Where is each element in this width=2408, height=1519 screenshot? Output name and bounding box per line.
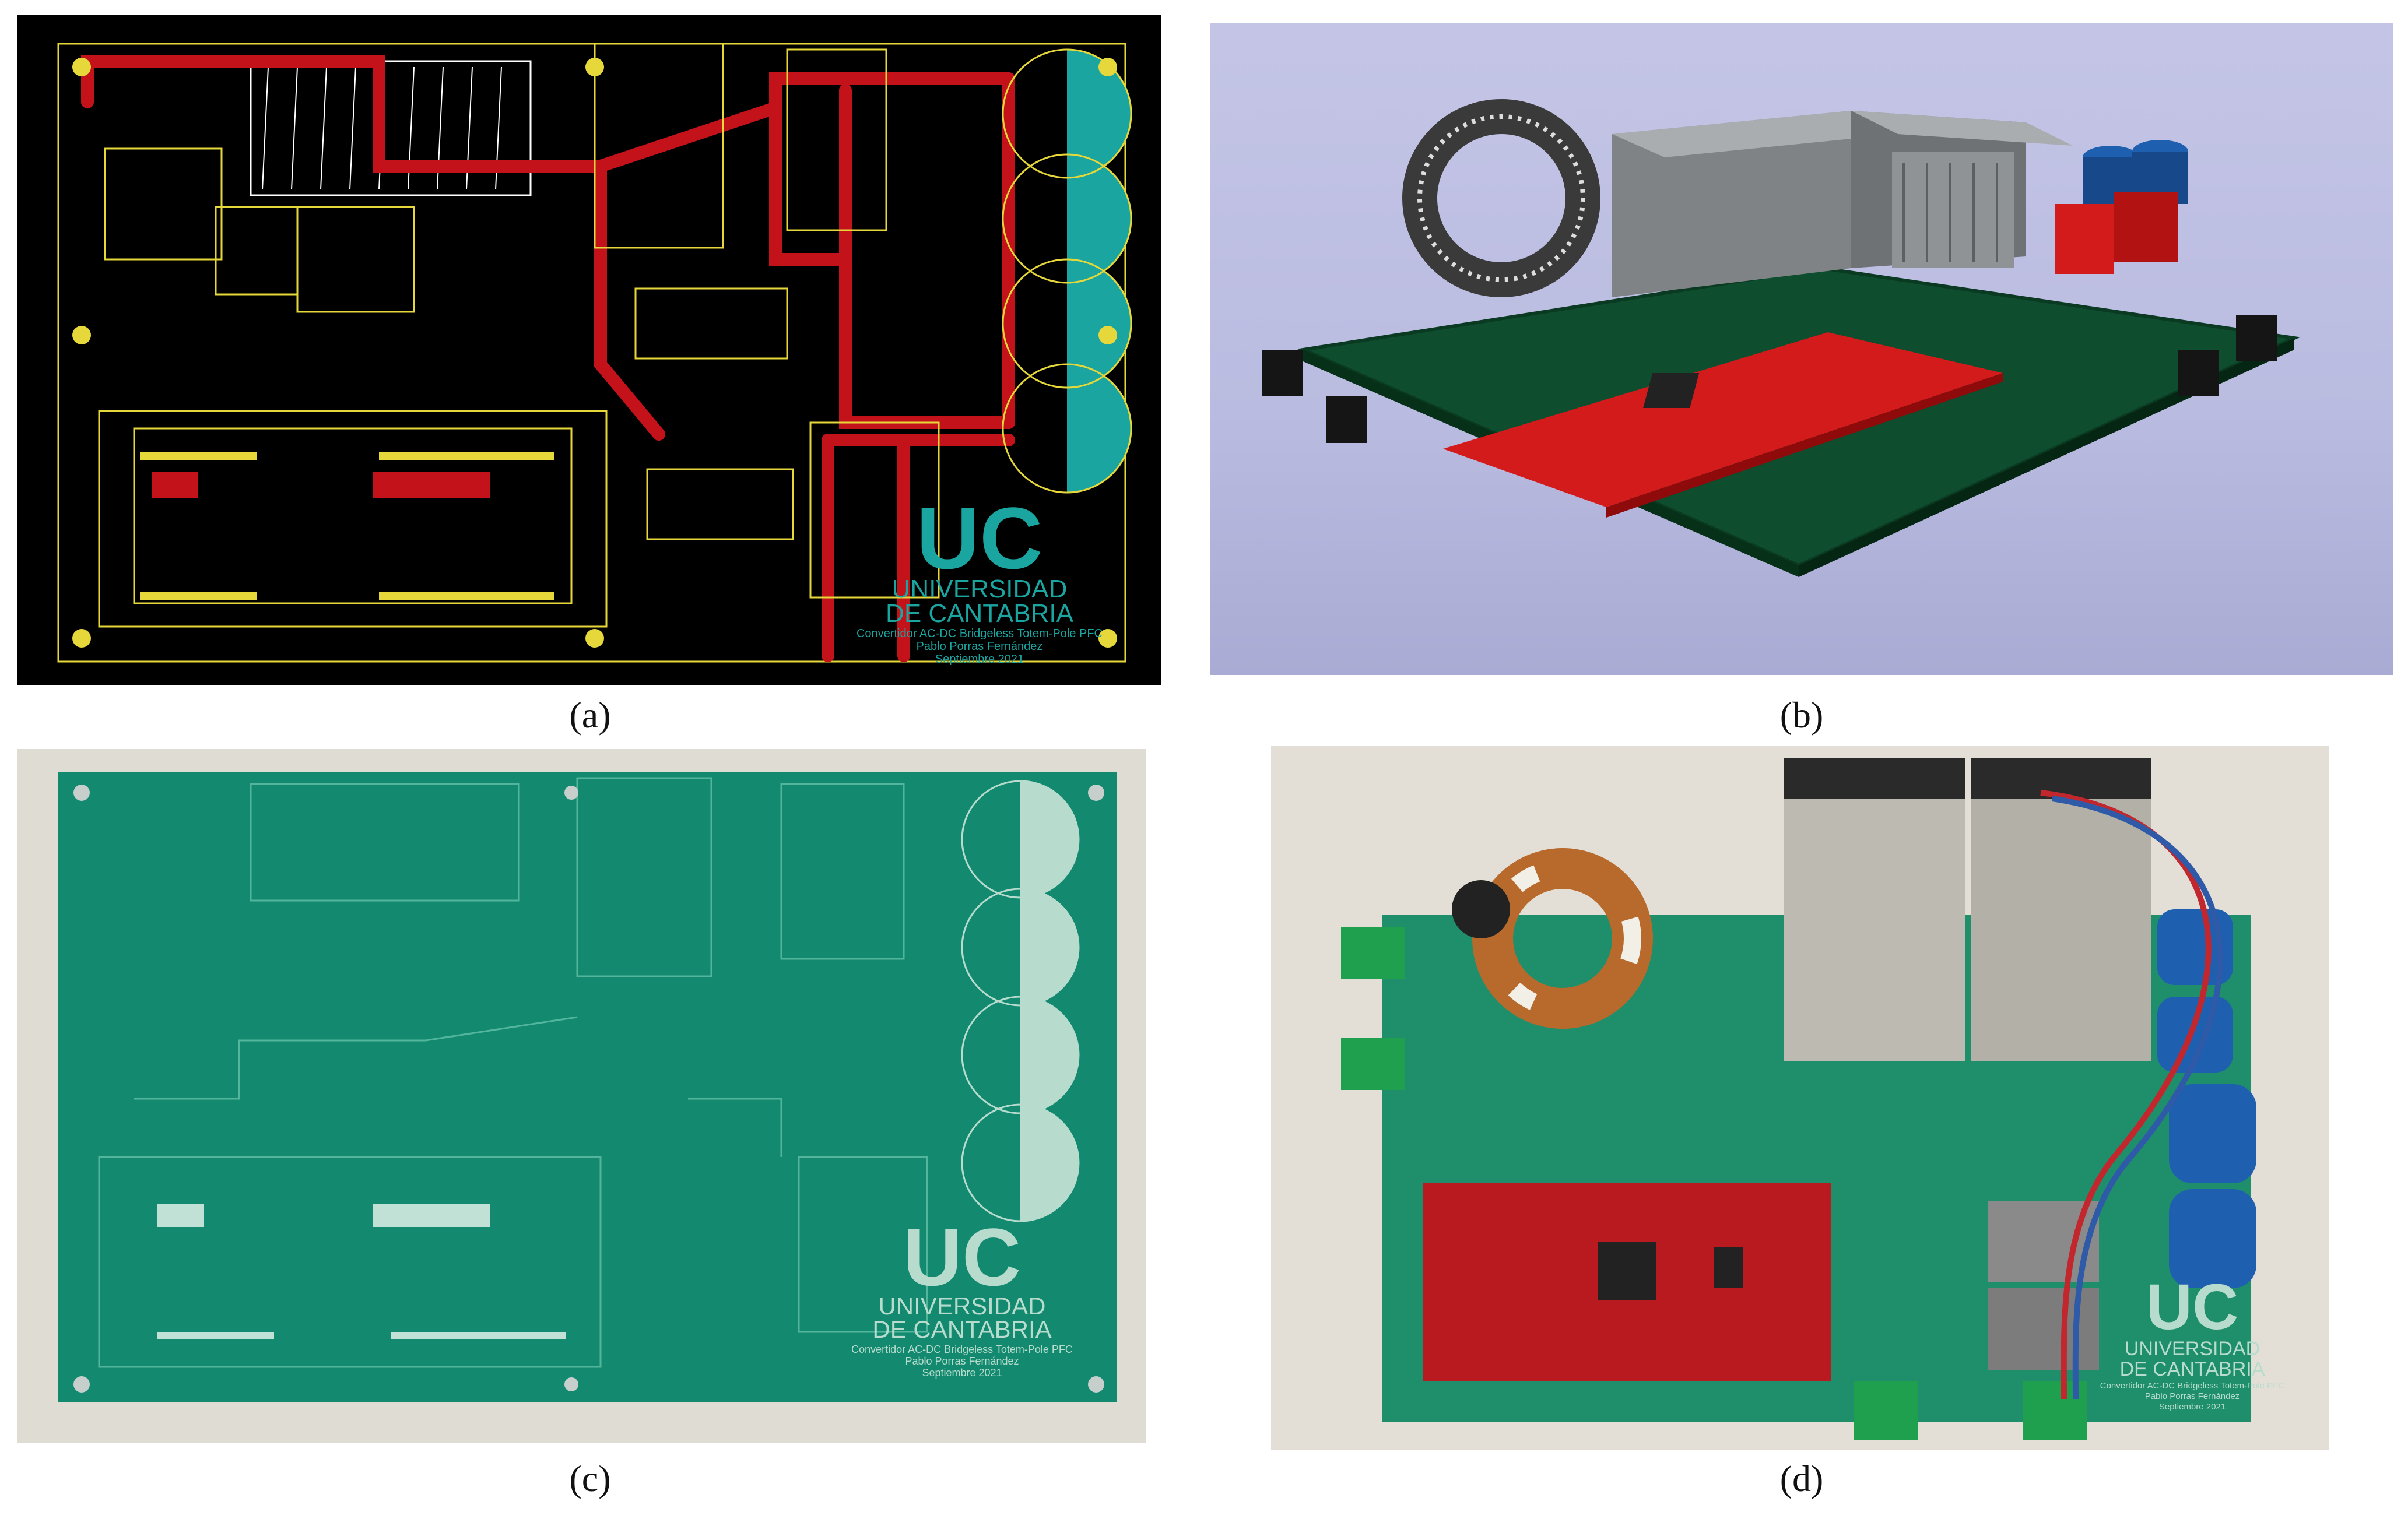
bare-author-line: Pablo Porras Fernández	[905, 1355, 1019, 1367]
caption-c: (c)	[569, 1458, 611, 1499]
bare-project-line: Convertidor AC-DC Bridgeless Totem-Pole …	[851, 1344, 1073, 1355]
assembled-university-line2: DE CANTABRIA	[2120, 1358, 2265, 1380]
assembled-pcb-drawing: UC UNIVERSIDAD DE CANTABRIA Convertidor …	[1341, 758, 2285, 1440]
pcb-layout-drawing: UC UNIVERSIDAD DE CANTABRIA Convertidor …	[57, 43, 1132, 666]
assembled-uc-logo: UC	[2146, 1271, 2239, 1343]
panel-a-pcb-layout: UC UNIVERSIDAD DE CANTABRIA Convertidor …	[17, 15, 1161, 685]
bare-university-line1: UNIVERSIDAD	[878, 1292, 1045, 1320]
panel-c-bare-pcb-photo: UC UNIVERSIDAD DE CANTABRIA Convertidor …	[17, 749, 1146, 1443]
pcb-3d-render-drawing	[1262, 99, 2301, 577]
assembled-university-line1: UNIVERSIDAD	[2125, 1338, 2260, 1360]
caption-b: (b)	[1779, 694, 1824, 736]
caption-a: (a)	[569, 694, 611, 736]
layout-university-line2: DE CANTABRIA	[886, 599, 1074, 628]
caption-d: (d)	[1779, 1458, 1824, 1499]
panel-b-3d-render	[1210, 23, 2393, 675]
assembled-author-line: Pablo Porras Fernández	[2145, 1391, 2240, 1401]
assembled-project-line: Convertidor AC-DC Bridgeless Totem-Pole …	[2100, 1381, 2285, 1391]
layout-date-line: Septiembre 2021	[935, 653, 1024, 666]
layout-author-line: Pablo Porras Fernández	[917, 640, 1043, 653]
bare-uc-logo: UC	[903, 1211, 1021, 1303]
layout-university-line1: UNIVERSIDAD	[892, 575, 1068, 603]
bare-date-line: Septiembre 2021	[922, 1367, 1002, 1379]
bare-university-line2: DE CANTABRIA	[872, 1316, 1051, 1343]
panel-d-assembled-pcb-photo: UC UNIVERSIDAD DE CANTABRIA Convertidor …	[1271, 746, 2329, 1450]
assembled-date-line: Septiembre 2021	[2159, 1402, 2226, 1412]
layout-project-line: Convertidor AC-DC Bridgeless Totem-Pole …	[857, 627, 1103, 640]
bare-pcb-drawing: UC UNIVERSIDAD DE CANTABRIA Convertidor …	[58, 772, 1117, 1402]
layout-uc-logo: UC	[917, 489, 1043, 587]
